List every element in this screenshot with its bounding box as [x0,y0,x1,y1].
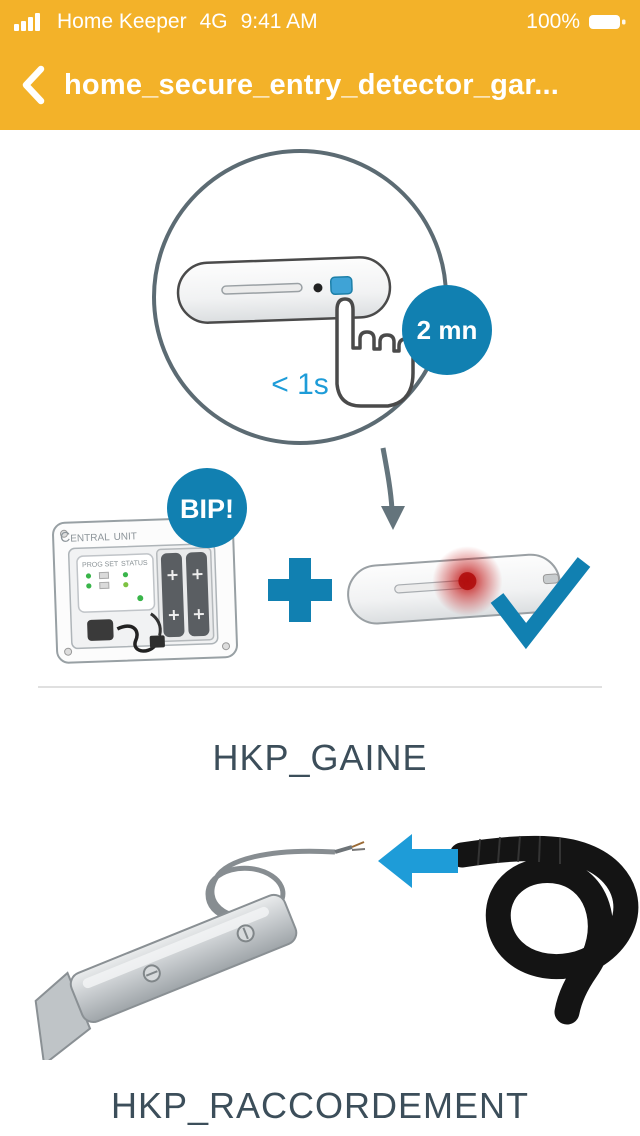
black-sheath-coil [449,835,639,1025]
status-bar: Home Keeper 4G 9:41 AM 100% [0,0,640,44]
checkmark-icon [490,557,591,650]
bip-sound-badge: BIP! [167,468,247,548]
back-button[interactable] [14,61,50,109]
battery-icon [589,15,626,29]
battery-percent-label: 100% [526,10,580,33]
board-status-label: STATUS [121,560,148,568]
detector-tool-body [34,893,298,1060]
rf-module [87,619,114,641]
status-left-group: Home Keeper 4G 9:41 AM [14,10,318,34]
press-duration-label: < 1s [271,368,329,401]
page-title: home_secure_entry_detector_gar... [64,68,559,101]
gaine-illustration [34,834,639,1060]
detector-device [176,256,392,324]
section-title-raccordement: HKP_RACCORDEMENT [110,1085,530,1126]
pointing-hand-icon [335,297,415,408]
signal-strength-icon [14,13,40,31]
nav-bar: home_secure_entry_detector_gar... [0,44,640,126]
network-label: 4G [199,10,228,33]
manual-page-content: < 1s 2 mn Central unit [0,130,640,1136]
pairing-instruction-illustration: < 1s 2 mn Central unit [52,149,591,664]
bip-label: BIP! [180,494,234,524]
app-header: Home Keeper 4G 9:41 AM 100% home_secure_… [0,0,640,130]
status-right-group: 100% [526,10,626,34]
board-prog-set-label: PROG SET [82,561,119,569]
pairing-button [329,276,353,296]
central-unit-label: Central unit [60,526,137,545]
section-divider [38,686,602,688]
section-title-gaine: HKP_GAINE [212,737,428,778]
detector-led-on [347,546,561,625]
chevron-left-icon [22,65,45,105]
carrier-label: Home Keeper [57,10,187,33]
plus-icon [268,558,332,622]
wait-time-badge: 2 mn [402,285,492,375]
wait-time-label: 2 mn [417,315,478,345]
insert-arrow-icon [378,834,458,888]
down-arrow-icon [380,447,405,530]
time-label: 9:41 AM [240,10,318,33]
central-unit-illustration: Central unit PROG SET STATUS [52,516,238,664]
